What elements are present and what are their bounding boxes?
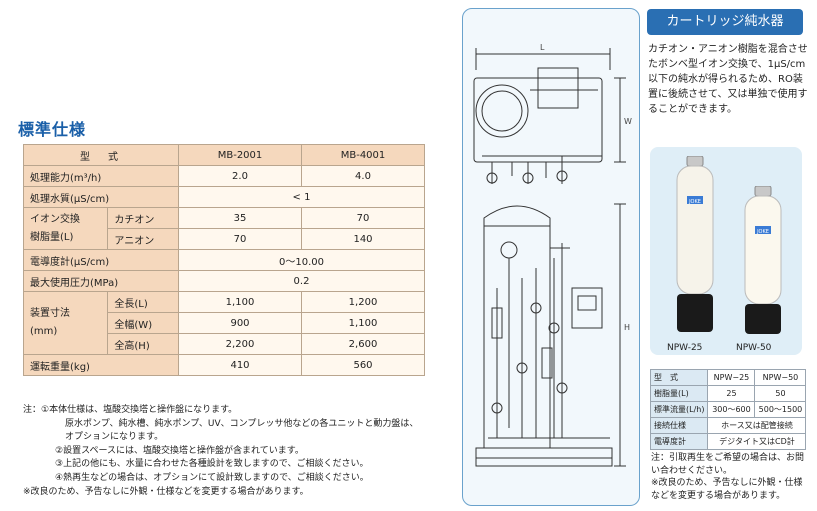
small-header-model: 型 式 bbox=[649, 369, 709, 386]
note-line: ②設置スペースには、塩酸交換塔と操作盤が含まれています。 bbox=[55, 445, 304, 456]
small-label-meter: 電導度計 bbox=[649, 433, 709, 450]
table-row: 型 式 NPW−25 NPW−50 bbox=[649, 369, 807, 386]
cell-conductivity: 0〜10.00 bbox=[178, 249, 425, 271]
cell-anion-2: 140 bbox=[301, 228, 425, 250]
table-row: 処理水質(μS/cm) < 1 bbox=[23, 186, 425, 208]
header-model: 型 式 bbox=[23, 144, 179, 166]
note-line: ※改良のため、予告なしに外観・仕様などを変更する場合があります。 bbox=[651, 478, 803, 501]
table-row: 装置寸法 (mm) 全長(L) 1,100 1,200 bbox=[22, 291, 425, 355]
header-mb2001: MB-2001 bbox=[178, 144, 302, 166]
header-mb4001: MB-4001 bbox=[301, 144, 425, 166]
cell-height-2: 2,600 bbox=[301, 333, 425, 355]
row-label-quality: 処理水質(μS/cm) bbox=[23, 186, 179, 208]
table-row: 処理能力(m³/h) 2.0 4.0 bbox=[23, 165, 425, 187]
dim-label-h: H bbox=[624, 323, 630, 332]
equipment-diagram-panel bbox=[462, 8, 640, 506]
small-cell-resin-1: 25 bbox=[707, 385, 756, 402]
small-label-flow: 標準流量(L/h) bbox=[649, 401, 709, 418]
note-line: ③上記の他にも、水量に合わせた各種設計を致しますので、ご相談ください。 bbox=[55, 459, 369, 470]
small-cell-flow-1: 300〜600 bbox=[707, 401, 756, 418]
small-label-connection: 接続仕様 bbox=[649, 417, 709, 434]
row-label-cation: カチオン bbox=[107, 207, 179, 229]
note-line: 注：引取再生をご希望の場合は、お問い合わせください。 bbox=[651, 453, 805, 476]
row-label-pressure: 最大使用圧力(MPa) bbox=[23, 270, 179, 292]
cell-quality: < 1 bbox=[178, 186, 425, 208]
caption-npw50: NPW-50 bbox=[736, 343, 772, 353]
table-row: 型 式 MB-2001 MB-4001 bbox=[23, 144, 425, 166]
cartridge-intro: カチオン・アニオン樹脂を混合させたボンベ型イオン交換で、1μS/cm以下の純水が… bbox=[648, 44, 808, 115]
small-cell-meter: デジタイト又はCD計 bbox=[707, 433, 807, 450]
table-row: 電導度計(μS/cm) 0〜10.00 bbox=[23, 249, 425, 271]
note-line: 原水ポンプ、純水槽、純水ポンプ、UV、コンプレッサ他などの各ユニットと動力盤は、 bbox=[65, 418, 419, 429]
cell-anion-1: 70 bbox=[178, 228, 302, 250]
dim-label-w: W bbox=[624, 117, 632, 126]
small-header-npw25: NPW−25 bbox=[707, 369, 756, 386]
table-row: イオン交換 樹脂量(L) カチオン 35 70 bbox=[22, 207, 425, 250]
dim-label-l: L bbox=[540, 43, 545, 52]
table-row: 標準流量(L/h) 300〜600 500〜1500 bbox=[649, 401, 807, 418]
cell-width-2: 1,100 bbox=[301, 312, 425, 334]
cell-height-1: 2,200 bbox=[178, 333, 302, 355]
cell-cation-2: 70 bbox=[301, 207, 425, 229]
row-label-anion: アニオン bbox=[107, 228, 179, 250]
small-header-npw50: NPW−50 bbox=[754, 369, 807, 386]
cell-pressure: 0.2 bbox=[178, 270, 425, 292]
small-cell-resin-2: 50 bbox=[754, 385, 807, 402]
equipment-diagram: L W H bbox=[473, 43, 632, 467]
cartridge-title-badge: カートリッジ純水器 bbox=[647, 9, 803, 35]
small-cell-flow-2: 500〜1500 bbox=[754, 401, 807, 418]
note-line: オプションになります。 bbox=[65, 432, 164, 443]
row-label-height: 全高(H) bbox=[107, 333, 179, 355]
bottle-npw25-image: JOKE bbox=[676, 156, 714, 332]
row-group-resin: イオン交換 樹脂量(L) bbox=[22, 207, 109, 250]
cell-width-1: 900 bbox=[178, 312, 302, 334]
note-line: ④熱再生などの場合は、オプションにて設計致しますので、ご相談ください。 bbox=[55, 472, 369, 483]
row-label-weight: 運転重量(kg) bbox=[23, 354, 179, 376]
table-row: 運転重量(kg) 410 560 bbox=[23, 354, 425, 376]
cartridge-spec-table: 型 式 NPW−25 NPW−50 樹脂量(L) 25 50 標準流量(L/h)… bbox=[649, 369, 807, 450]
table-row: 全高(H) 2,200 2,600 bbox=[24, 333, 425, 355]
small-label-resin: 樹脂量(L) bbox=[649, 385, 709, 402]
table-row: 全幅(W) 900 1,100 bbox=[24, 312, 425, 334]
table-row: 接続仕様 ホース又は配管接続 bbox=[649, 417, 807, 434]
spec-title: 標準仕様 bbox=[18, 120, 87, 139]
cell-capacity-2: 4.0 bbox=[301, 165, 425, 187]
note-line: 注：①本体仕様は、塩酸交換塔と操作盤になります。 bbox=[23, 405, 238, 415]
cell-cation-1: 35 bbox=[178, 207, 302, 229]
table-row: 樹脂量(L) 25 50 bbox=[649, 385, 807, 402]
cell-weight-1: 410 bbox=[178, 354, 302, 376]
cell-weight-2: 560 bbox=[301, 354, 425, 376]
cell-capacity-1: 2.0 bbox=[178, 165, 302, 187]
row-label-capacity: 処理能力(m³/h) bbox=[23, 165, 179, 187]
table-row: 電導度計 デジタイト又はCD計 bbox=[649, 433, 807, 450]
cell-length-1: 1,100 bbox=[178, 291, 302, 313]
row-label-width: 全幅(W) bbox=[107, 312, 179, 334]
cell-length-2: 1,200 bbox=[301, 291, 425, 313]
note-line: ※改良のため、予告なしに外観・仕様などを変更する場合があります。 bbox=[23, 486, 309, 497]
bottle-logo-text: JOKE bbox=[756, 229, 769, 235]
bottle-logo-text: JOKE bbox=[688, 199, 701, 205]
spec-notes: 注：①本体仕様は、塩酸交換塔と操作盤になります。 原水ポンプ、純水槽、純水ポンプ… bbox=[23, 404, 418, 499]
row-label-length: 全長(L) bbox=[107, 291, 179, 313]
row-group-dims: 装置寸法 (mm) bbox=[22, 291, 109, 355]
row-label-conductivity: 電導度計(μS/cm) bbox=[23, 249, 179, 271]
small-cell-connection: ホース又は配管接続 bbox=[707, 417, 807, 434]
table-row: 最大使用圧力(MPa) 0.2 bbox=[23, 270, 425, 292]
caption-npw25: NPW-25 bbox=[667, 343, 703, 353]
cartridge-notes: 注：引取再生をご希望の場合は、お問い合わせください。 ※改良のため、予告なしに外… bbox=[651, 452, 811, 502]
spec-table: 型 式 MB-2001 MB-4001 処理能力(m³/h) 2.0 4.0 処… bbox=[22, 144, 425, 376]
bottle-npw50-image: JOKE bbox=[744, 186, 782, 334]
